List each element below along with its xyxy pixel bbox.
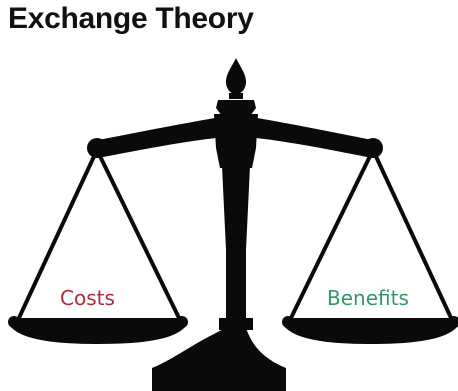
left-string-b xyxy=(95,149,182,321)
scale-base xyxy=(152,328,286,391)
scale-collar xyxy=(219,318,253,330)
scale-crown xyxy=(216,100,256,116)
left-string-a xyxy=(16,149,99,321)
left-pan xyxy=(10,318,186,344)
right-pan-end-a xyxy=(282,316,294,328)
right-string-b xyxy=(371,149,454,321)
right-pan-end-b xyxy=(448,316,458,328)
left-pivot xyxy=(87,138,107,158)
scale-hub xyxy=(214,114,258,168)
right-pan xyxy=(284,318,458,344)
scale-finial xyxy=(226,58,246,95)
costs-label: Costs xyxy=(60,286,115,310)
page-title: Exchange Theory xyxy=(8,2,254,35)
left-pan-end-b xyxy=(176,316,188,328)
right-pivot xyxy=(363,138,383,158)
scale-neck xyxy=(229,93,243,99)
right-string-a xyxy=(288,149,375,321)
left-pan-end-a xyxy=(8,316,20,328)
benefits-label: Benefits xyxy=(327,286,409,310)
scale-column xyxy=(222,166,250,320)
